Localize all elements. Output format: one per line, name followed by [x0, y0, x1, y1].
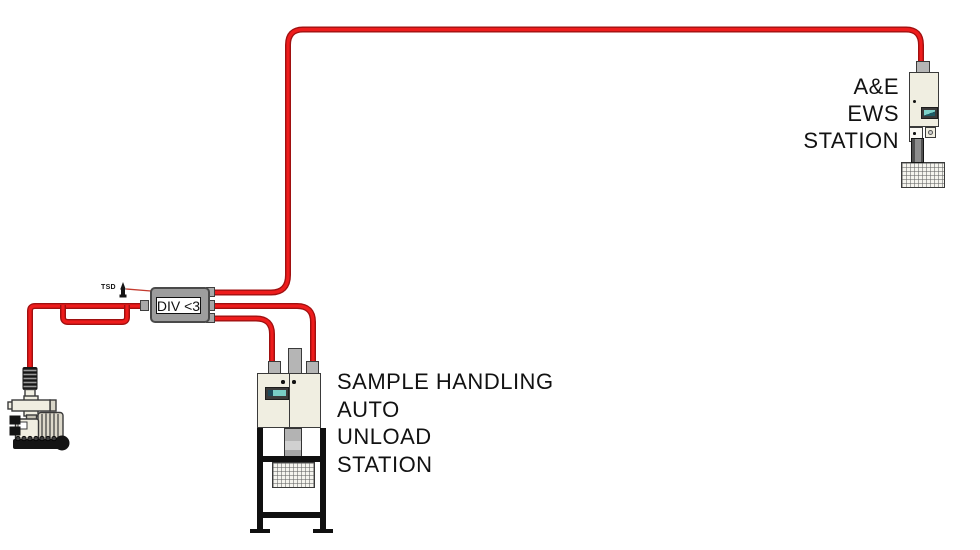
- ews-display-screen: [924, 110, 935, 116]
- diverter-label-text: DIV <3: [156, 297, 201, 314]
- stand-crossbar: [257, 512, 326, 518]
- pump-base: [13, 435, 70, 451]
- label-line: A&E: [853, 74, 899, 99]
- ews-station-label: A&E EWS STATION: [699, 73, 899, 154]
- label-line: UNLOAD: [337, 424, 432, 449]
- unload-piston: [284, 428, 302, 458]
- ews-cabinet: [909, 72, 939, 127]
- stand-leg-right: [320, 428, 326, 531]
- stand-shelf: [257, 456, 326, 462]
- ews-valve-block: [925, 127, 936, 138]
- ews-sample-tray: [901, 162, 945, 188]
- tsd-label: TSD: [101, 284, 116, 291]
- label-line: EWS: [847, 101, 899, 126]
- label-line: AUTO: [337, 396, 400, 422]
- tube-pump-to-diverter: [27, 303, 143, 371]
- label-line: STATION: [803, 128, 899, 153]
- tsd-sense-line: [125, 288, 152, 292]
- stand-foot-right: [313, 529, 333, 533]
- tube-diverter-to-ews: [212, 26, 924, 296]
- cabinet-door-divider: [288, 374, 291, 427]
- pump-hose: [22, 367, 38, 390]
- tube-diverter-to-station-right: [212, 303, 316, 365]
- stand-foot-left: [250, 529, 270, 533]
- sample-tray: [272, 462, 315, 488]
- ews-probe: [911, 138, 924, 163]
- ews-indicator-dot: [913, 100, 916, 103]
- pump-body: [9, 411, 64, 443]
- ews-valve-ring: [928, 130, 933, 135]
- diverter-port-inlet: [140, 300, 149, 311]
- stand-leg-left: [257, 428, 263, 531]
- tube-sample-loop: [60, 305, 130, 325]
- station-chimney: [288, 348, 302, 375]
- label-line: STATION: [337, 451, 433, 477]
- ews-display: [921, 107, 938, 119]
- station-cabinet: [257, 373, 321, 428]
- label-line: SAMPLE HANDLING: [337, 369, 554, 394]
- diverter-label: DIV <3: [156, 297, 201, 314]
- station-display-screen: [268, 390, 286, 396]
- door-knob-right: [292, 380, 296, 384]
- door-knob-left: [281, 380, 285, 384]
- sample-pump-icon: [7, 367, 70, 451]
- ews-dispenser-dot: [913, 132, 916, 135]
- station-display: [265, 387, 289, 400]
- tube-diverter-to-station-left: [212, 315, 275, 365]
- tsd-sensor-icon: [119, 282, 127, 298]
- sample-station-label: SAMPLE HANDLING AUTO UNLOAD STATION: [337, 368, 597, 478]
